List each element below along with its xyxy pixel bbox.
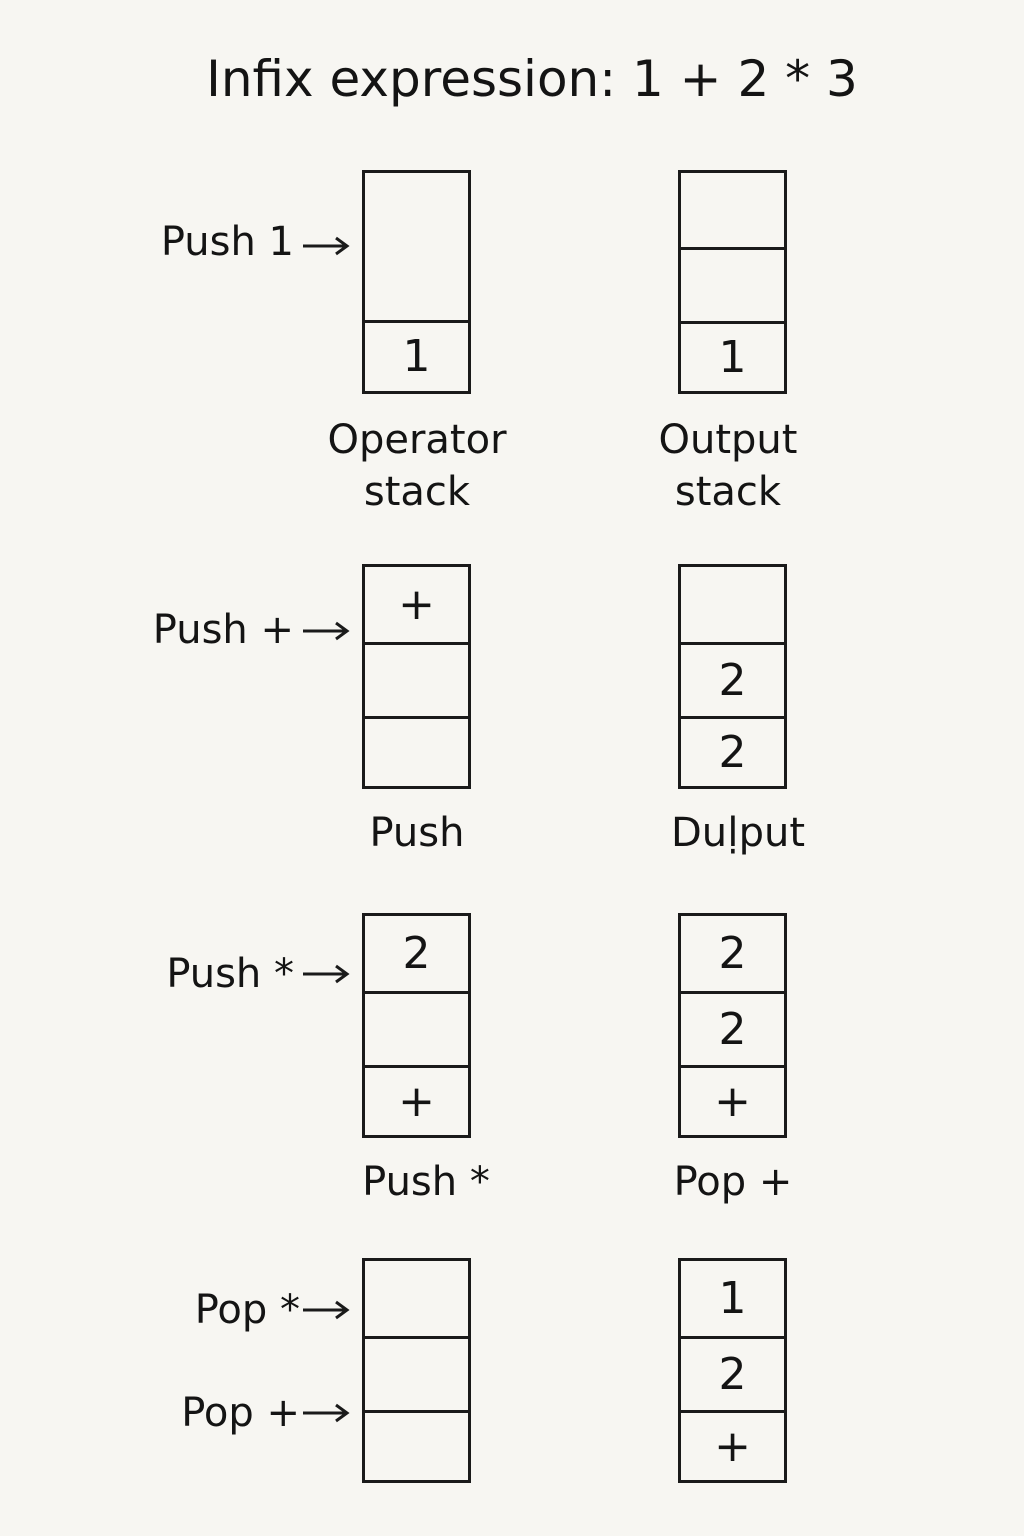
operator-stack-3: 2 + — [362, 913, 471, 1138]
step-label-pop-plus: Pop + — [181, 1390, 300, 1436]
step-label-push-1: Push 1 — [160, 219, 294, 265]
output-stack-3-caption-line: Pop + — [673, 1159, 793, 1205]
step-label-push-star: Push * — [166, 951, 294, 997]
operator-stack-2-caption-line: Push — [369, 810, 465, 856]
output-stack-caption-line: Output — [658, 417, 798, 463]
output-stack-4-cell: 2 — [681, 1336, 784, 1410]
operator-stack-1-cell: 1 — [365, 320, 468, 391]
output-stack-3-cell: + — [681, 1065, 784, 1135]
arrow-icon — [303, 1403, 350, 1423]
operator-stack-caption-line: Operator — [327, 417, 507, 463]
output-stack-caption: Output stack — [608, 414, 848, 518]
operator-stack-2-cell: + — [398, 578, 435, 630]
operator-stack-caption-line: stack — [363, 469, 471, 515]
operator-stack-3-cell: 2 — [402, 927, 431, 979]
operator-stack-4-cell — [365, 1336, 468, 1410]
operator-stack-4-cell — [365, 1261, 468, 1336]
diagram-title: Infix expression: 1 + 2 * 3 — [206, 50, 858, 108]
operator-stack-1: 1 — [362, 170, 471, 394]
output-stack-2-cell: 2 — [681, 642, 784, 716]
step-label-pop-star: Pop * — [194, 1287, 300, 1333]
output-stack-2-cell — [681, 567, 784, 642]
output-stack-3-cell: 2 — [681, 991, 784, 1065]
operator-stack-3-cell — [365, 991, 468, 1065]
operator-stack-4 — [362, 1258, 471, 1483]
output-stack-1-cell — [681, 173, 784, 247]
output-stack-3-caption: Pop + — [613, 1156, 853, 1208]
arrow-icon — [303, 621, 350, 641]
output-stack-caption-line: stack — [674, 469, 782, 515]
operator-stack-3-caption-line: Push * — [362, 1159, 490, 1205]
arrow-icon — [303, 236, 350, 256]
output-stack-2-caption: Duḷput — [618, 807, 858, 859]
output-stack-1: 1 — [678, 170, 787, 394]
output-stack-2-caption-line: Duḷput — [670, 810, 806, 856]
output-stack-1-cell: 1 — [681, 321, 784, 391]
output-stack-4: 1 2 + — [678, 1258, 787, 1483]
output-stack-4-cell: 1 — [718, 1272, 747, 1324]
output-stack-1-cell — [681, 247, 784, 321]
output-stack-3-cell: 2 — [718, 927, 747, 979]
output-stack-2: 2 2 — [678, 564, 787, 789]
step-label-push-plus: Push + — [152, 607, 294, 653]
operator-stack-caption: Operator stack — [297, 414, 537, 518]
output-stack-2-cell: 2 — [681, 716, 784, 786]
operator-stack-2-cell — [365, 716, 468, 786]
arrow-icon — [303, 1300, 350, 1320]
output-stack-3: 2 2 + — [678, 913, 787, 1138]
operator-stack-4-cell — [365, 1410, 468, 1480]
operator-stack-3-caption: Push * — [306, 1156, 546, 1208]
operator-stack-2: + — [362, 564, 471, 789]
output-stack-4-cell: + — [681, 1410, 784, 1480]
operator-stack-3-cell: + — [365, 1065, 468, 1135]
arrow-icon — [303, 964, 350, 984]
operator-stack-1-cell — [365, 173, 468, 320]
operator-stack-2-caption: Push — [297, 807, 537, 859]
operator-stack-2-cell — [365, 642, 468, 716]
